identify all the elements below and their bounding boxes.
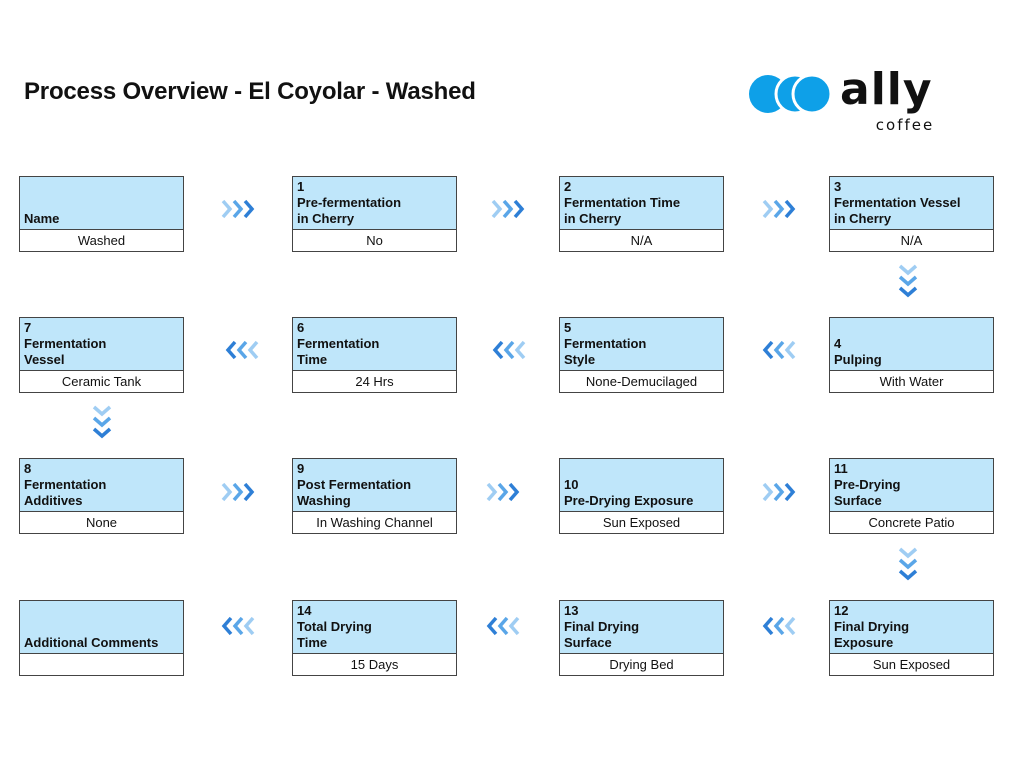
- chevron-down-icon: [92, 405, 112, 439]
- chevron-left-icon: [762, 340, 796, 360]
- chevron-right-icon: [486, 482, 520, 502]
- step-label: Fermentation Style: [564, 336, 647, 367]
- step-number: 7: [24, 320, 32, 335]
- step-value: Sun Exposed: [559, 512, 724, 534]
- step-value: None-Demucilaged: [559, 371, 724, 393]
- step-label: Fermentation Vessel in Cherry: [834, 195, 961, 226]
- step-label: Pre-Drying Surface: [834, 477, 901, 508]
- step-label: Fermentation Vessel: [24, 336, 107, 367]
- step-box-name: Name Washed: [19, 176, 186, 253]
- step-value: [19, 654, 184, 676]
- step-value: 15 Days: [292, 654, 457, 676]
- step-number: 13: [564, 603, 579, 618]
- step-number: 5: [564, 320, 572, 335]
- step-number: 14: [297, 603, 312, 618]
- chevron-down-icon: [898, 547, 918, 581]
- step-label: Name: [24, 211, 60, 226]
- chevron-right-icon: [221, 199, 255, 219]
- step-number: 1: [297, 179, 305, 194]
- step-value: With Water: [829, 371, 994, 393]
- step-value: No: [292, 230, 457, 252]
- page-title: Process Overview - El Coyolar - Washed: [24, 78, 476, 105]
- step-value: In Washing Channel: [292, 512, 457, 534]
- step-value: 24 Hrs: [292, 371, 457, 393]
- step-number: 6: [297, 320, 305, 335]
- ally-coffee-logo: ally coffee: [748, 64, 978, 140]
- chevron-left-icon: [221, 616, 255, 636]
- logo-wordmark: ally: [840, 64, 933, 115]
- step-label: Fermentation Time in Cherry: [564, 195, 681, 226]
- chevron-right-icon: [762, 199, 796, 219]
- step-number: 3: [834, 179, 842, 194]
- chevron-down-icon: [898, 264, 918, 298]
- step-box-additional-comments: Additional Comments: [19, 600, 186, 677]
- chevron-right-icon: [221, 482, 255, 502]
- step-label: Additional Comments: [24, 635, 159, 650]
- step-value: Concrete Patio: [829, 512, 994, 534]
- chevron-right-icon: [491, 199, 525, 219]
- step-header: Name: [19, 176, 184, 230]
- step-number: 8: [24, 461, 32, 476]
- step-label: Fermentation Additives: [24, 477, 107, 508]
- step-label: Final Drying Exposure: [834, 619, 910, 650]
- step-value: N/A: [559, 230, 724, 252]
- step-label: Post Fermentation Washing: [297, 477, 412, 508]
- step-value: N/A: [829, 230, 994, 252]
- step-header: Additional Comments: [19, 600, 184, 654]
- step-number: 9: [297, 461, 305, 476]
- step-value: Washed: [19, 230, 184, 252]
- logo-dots-icon: [749, 74, 832, 114]
- step-value: None: [19, 512, 184, 534]
- chevron-left-icon: [225, 340, 259, 360]
- step-value: Drying Bed: [559, 654, 724, 676]
- chevron-right-icon: [762, 482, 796, 502]
- step-number: 2: [564, 179, 572, 194]
- step-number: 10: [564, 477, 579, 492]
- chevron-left-icon: [486, 616, 520, 636]
- step-number: 4: [834, 336, 842, 351]
- step-label: Fermentation Time: [297, 336, 380, 367]
- step-label: Total Drying Time: [297, 619, 372, 650]
- logo-subtitle: coffee: [875, 116, 935, 134]
- step-number: 12: [834, 603, 849, 618]
- step-label: Pulping: [834, 352, 882, 367]
- step-number: 11: [834, 461, 848, 476]
- step-value: Ceramic Tank: [19, 371, 184, 393]
- step-label: Pre-Drying Exposure: [564, 493, 694, 508]
- step-value: Sun Exposed: [829, 654, 994, 676]
- chevron-left-icon: [762, 616, 796, 636]
- step-label: Final Drying Surface: [564, 619, 640, 650]
- step-label: Pre-fermentation in Cherry: [297, 195, 402, 226]
- chevron-left-icon: [492, 340, 526, 360]
